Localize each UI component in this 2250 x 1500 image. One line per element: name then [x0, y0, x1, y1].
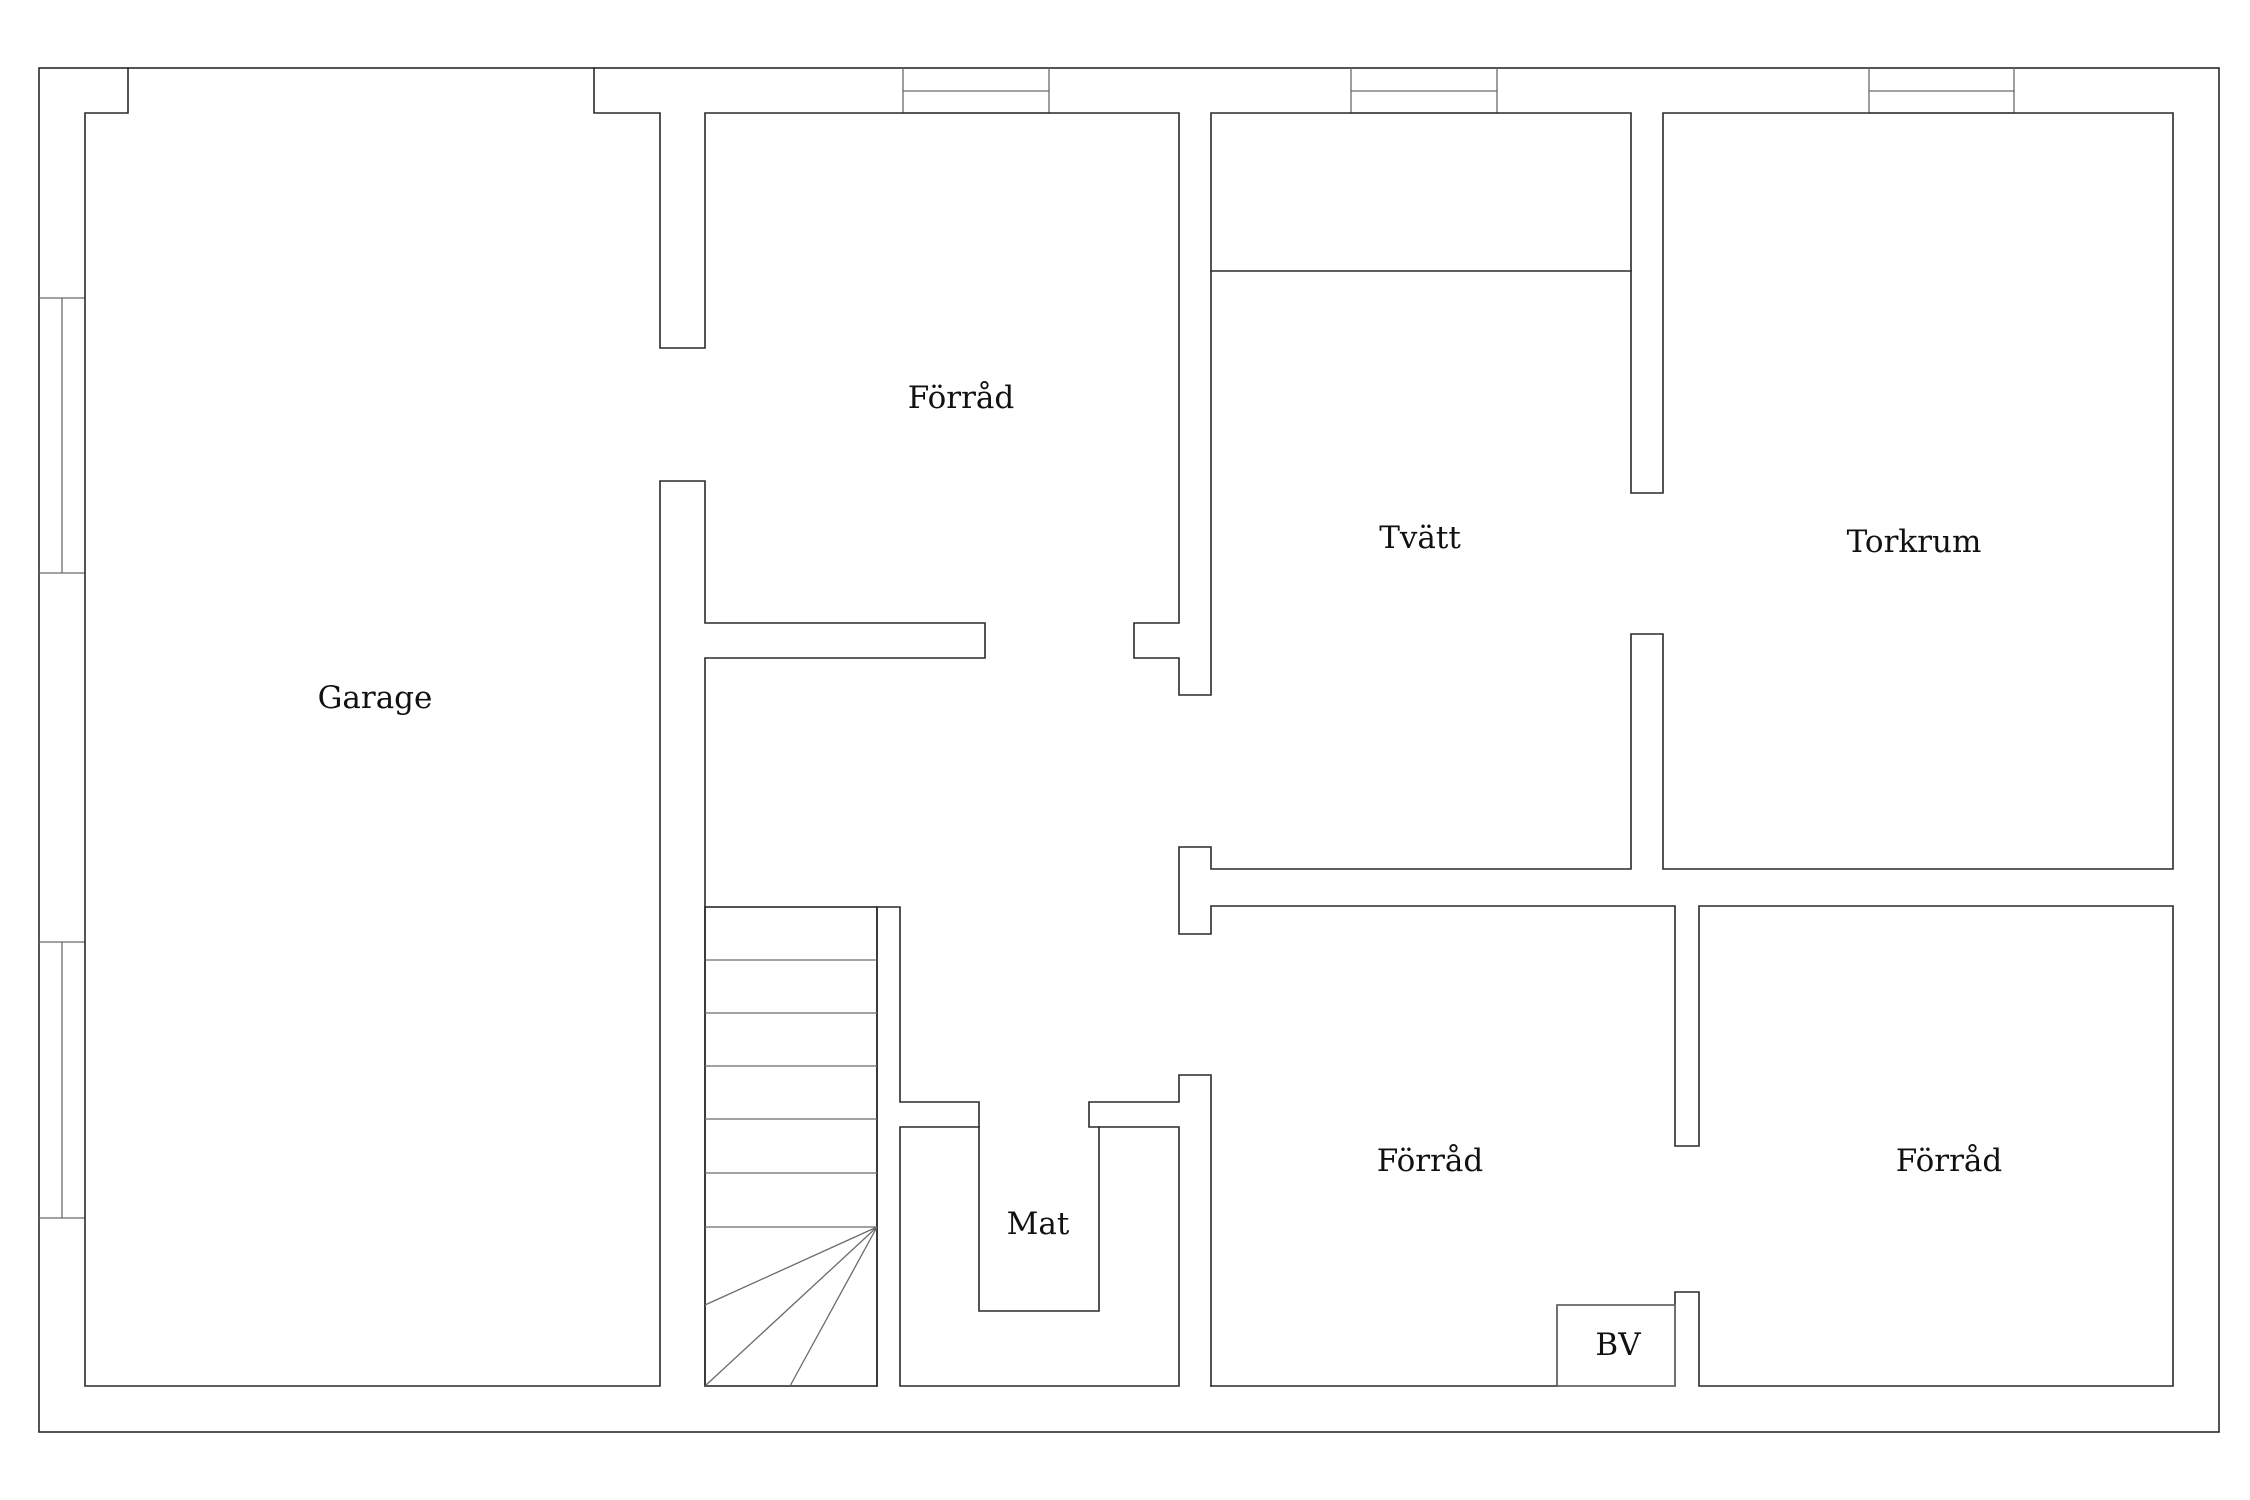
room-label-forrad-bottom-right: Förråd	[1895, 1143, 2003, 1179]
room-label-tvatt: Tvätt	[1379, 520, 1461, 556]
window-left-upper	[39, 297, 85, 574]
room-label-bv: BV	[1595, 1327, 1641, 1363]
room-label-mat: Mat	[1006, 1206, 1070, 1242]
room-label-forrad-bottom-mid: Förråd	[1376, 1143, 1484, 1179]
mat-walls	[876, 906, 1676, 1387]
room-label-torkrum: Torkrum	[1846, 524, 1982, 560]
room-label-forrad-top: Förråd	[907, 380, 1015, 416]
staircase	[704, 906, 878, 1387]
window-left-lower	[39, 941, 85, 1219]
window-top-middle	[1350, 68, 1498, 114]
garage-walls	[84, 67, 2174, 1387]
room-label-garage: Garage	[317, 680, 433, 716]
outer-wall	[38, 67, 2220, 1433]
window-top-right	[1868, 68, 2015, 114]
window-top-left	[902, 68, 1050, 114]
